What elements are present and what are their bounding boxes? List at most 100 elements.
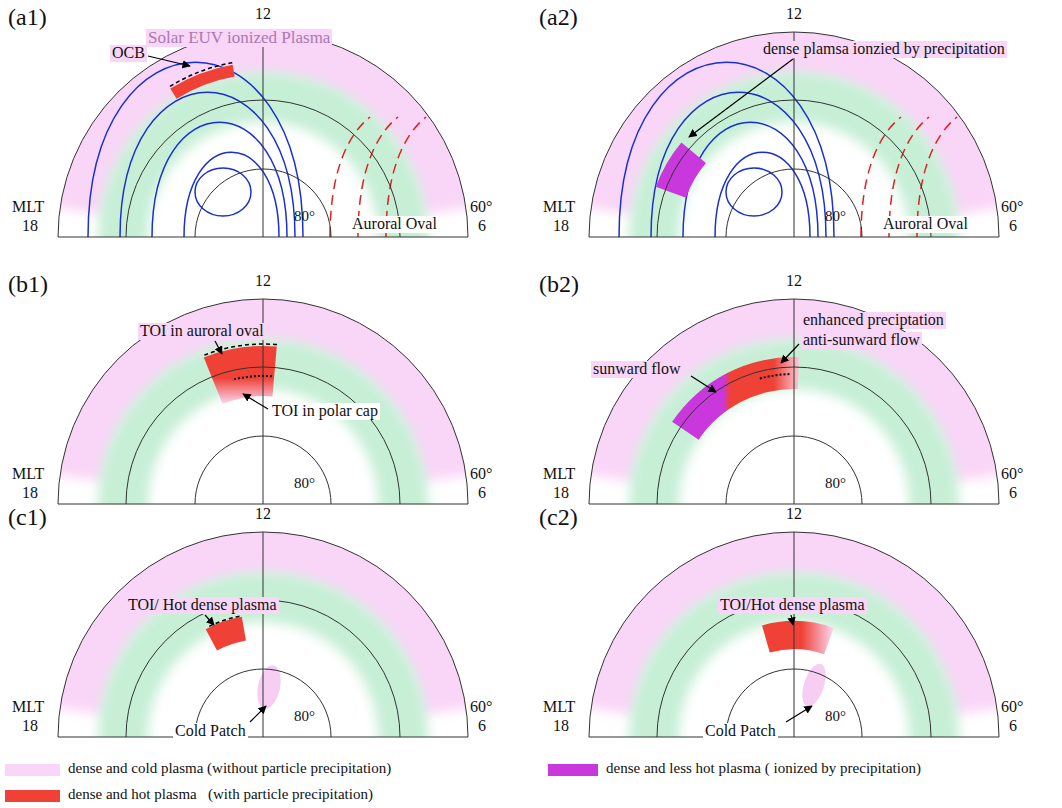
panel-label: (c2) xyxy=(539,505,578,530)
convection-contour xyxy=(195,168,251,216)
leader-arrow xyxy=(205,615,214,625)
legend-swatch xyxy=(5,764,60,776)
callout-label: Cold Patch xyxy=(173,723,248,740)
latitude-label: 60° xyxy=(470,466,492,483)
latitude-label: 80° xyxy=(825,209,846,225)
toi-patch xyxy=(204,346,277,404)
latitude-label: 60° xyxy=(470,199,492,216)
outer-circle xyxy=(58,532,468,737)
mlt-label: 6 xyxy=(478,718,486,735)
toi-patch xyxy=(672,357,799,440)
mlt-label: MLT xyxy=(12,199,44,216)
callout-label: TOI in auroral oval xyxy=(138,323,266,340)
outer-circle xyxy=(589,32,999,237)
ocb-line xyxy=(207,616,239,627)
ocb-line xyxy=(232,376,272,380)
leader-arrow xyxy=(781,344,799,363)
mlt-label: 6 xyxy=(1009,718,1017,735)
ocb-line xyxy=(169,63,232,87)
mlt-label: MLT xyxy=(543,466,575,483)
latitude-label: 60° xyxy=(1001,699,1023,716)
outer-circle xyxy=(589,299,999,504)
mlt-label: 18 xyxy=(22,485,38,502)
mlt-label: 18 xyxy=(553,485,569,502)
latitude-label: 80° xyxy=(825,476,846,492)
convection-contour xyxy=(152,122,287,237)
callout-label: TOI/ Hot dense plasma xyxy=(126,597,279,614)
mlt-label: MLT xyxy=(543,199,575,216)
latitude-label: 80° xyxy=(294,709,315,725)
polar-fill xyxy=(50,522,476,808)
legend-text: dense and hot plasma (with particle prec… xyxy=(68,787,373,803)
leader-arrow xyxy=(786,706,812,722)
legend-swatch xyxy=(5,790,60,802)
outer-circle xyxy=(589,532,999,737)
polar-fill xyxy=(581,522,1007,808)
panel-label: (a1) xyxy=(8,5,47,30)
leader-arrow xyxy=(791,615,793,625)
polar-plot xyxy=(50,22,476,377)
legend-swatch xyxy=(548,764,598,776)
convection-contour xyxy=(715,152,810,237)
convection-contour xyxy=(683,122,818,237)
region-label: Solar EUV ionized Plasma xyxy=(146,29,332,47)
noon-label: 12 xyxy=(786,506,802,523)
ocb-line xyxy=(203,344,277,356)
polar-plot xyxy=(581,522,1007,808)
panel-label: (b1) xyxy=(8,272,48,297)
cold-patch xyxy=(798,661,831,709)
leader-arrow xyxy=(691,376,716,392)
latitude-label: 60° xyxy=(470,699,492,716)
latitude-label: 80° xyxy=(294,476,315,492)
mlt-label: 18 xyxy=(553,718,569,735)
mlt-label: 6 xyxy=(1009,485,1017,502)
mlt-label: 18 xyxy=(553,218,569,235)
mlt-label: MLT xyxy=(543,699,575,716)
convection-contour xyxy=(619,62,834,237)
leader-arrow xyxy=(215,341,222,354)
noon-meridian xyxy=(263,532,264,737)
region-label: Auroral Oval xyxy=(881,216,970,233)
latitude-label: 80° xyxy=(825,709,846,725)
leader-arrow xyxy=(243,394,268,409)
polar-fill xyxy=(50,22,476,377)
callout-label: enhanced preciptation xyxy=(801,312,946,329)
legend-text: dense and cold plasma (without particle … xyxy=(68,761,391,777)
callout-label: TOI in polar cap xyxy=(270,403,380,420)
callout-label: Cold Patch xyxy=(703,723,778,740)
outer-circle xyxy=(58,299,468,504)
latitude-label: 80° xyxy=(294,209,315,225)
ocb-line xyxy=(758,374,789,379)
callout-label: dense plamsa ionzied by precipitation xyxy=(761,41,1007,58)
mlt-label: 6 xyxy=(478,218,486,235)
mlt-label: MLT xyxy=(12,466,44,483)
legend-text: dense and less hot plasma ( ionized by p… xyxy=(606,761,921,777)
precipitation-plasma xyxy=(656,143,706,198)
mlt-label: 18 xyxy=(22,218,38,235)
callout-label: sunward flow xyxy=(591,361,683,378)
leader-arrow xyxy=(689,59,793,137)
noon-meridian xyxy=(263,32,264,237)
mlt-label: 6 xyxy=(478,485,486,502)
outer-circle xyxy=(58,32,468,237)
noon-label: 12 xyxy=(786,6,802,23)
noon-label: 12 xyxy=(786,273,802,290)
region-label: Auroral Oval xyxy=(350,216,439,233)
callout-label: anti-sunward flow xyxy=(801,332,922,349)
callout-label: TOI/Hot dense plasma xyxy=(718,597,867,614)
mlt-label: 18 xyxy=(22,718,38,735)
leader-arrow xyxy=(250,706,266,722)
latitude-label: 60° xyxy=(1001,199,1023,216)
convection-contour xyxy=(184,152,279,237)
convection-contour xyxy=(726,168,782,216)
mlt-label: MLT xyxy=(12,699,44,716)
toi-patch xyxy=(762,621,834,654)
ocb-plasma xyxy=(170,65,234,99)
noon-label: 12 xyxy=(255,506,271,523)
polar-plot xyxy=(50,522,476,808)
convection-contour xyxy=(88,62,303,237)
panel-label: (a2) xyxy=(539,5,578,30)
leader-arrow xyxy=(148,56,190,66)
